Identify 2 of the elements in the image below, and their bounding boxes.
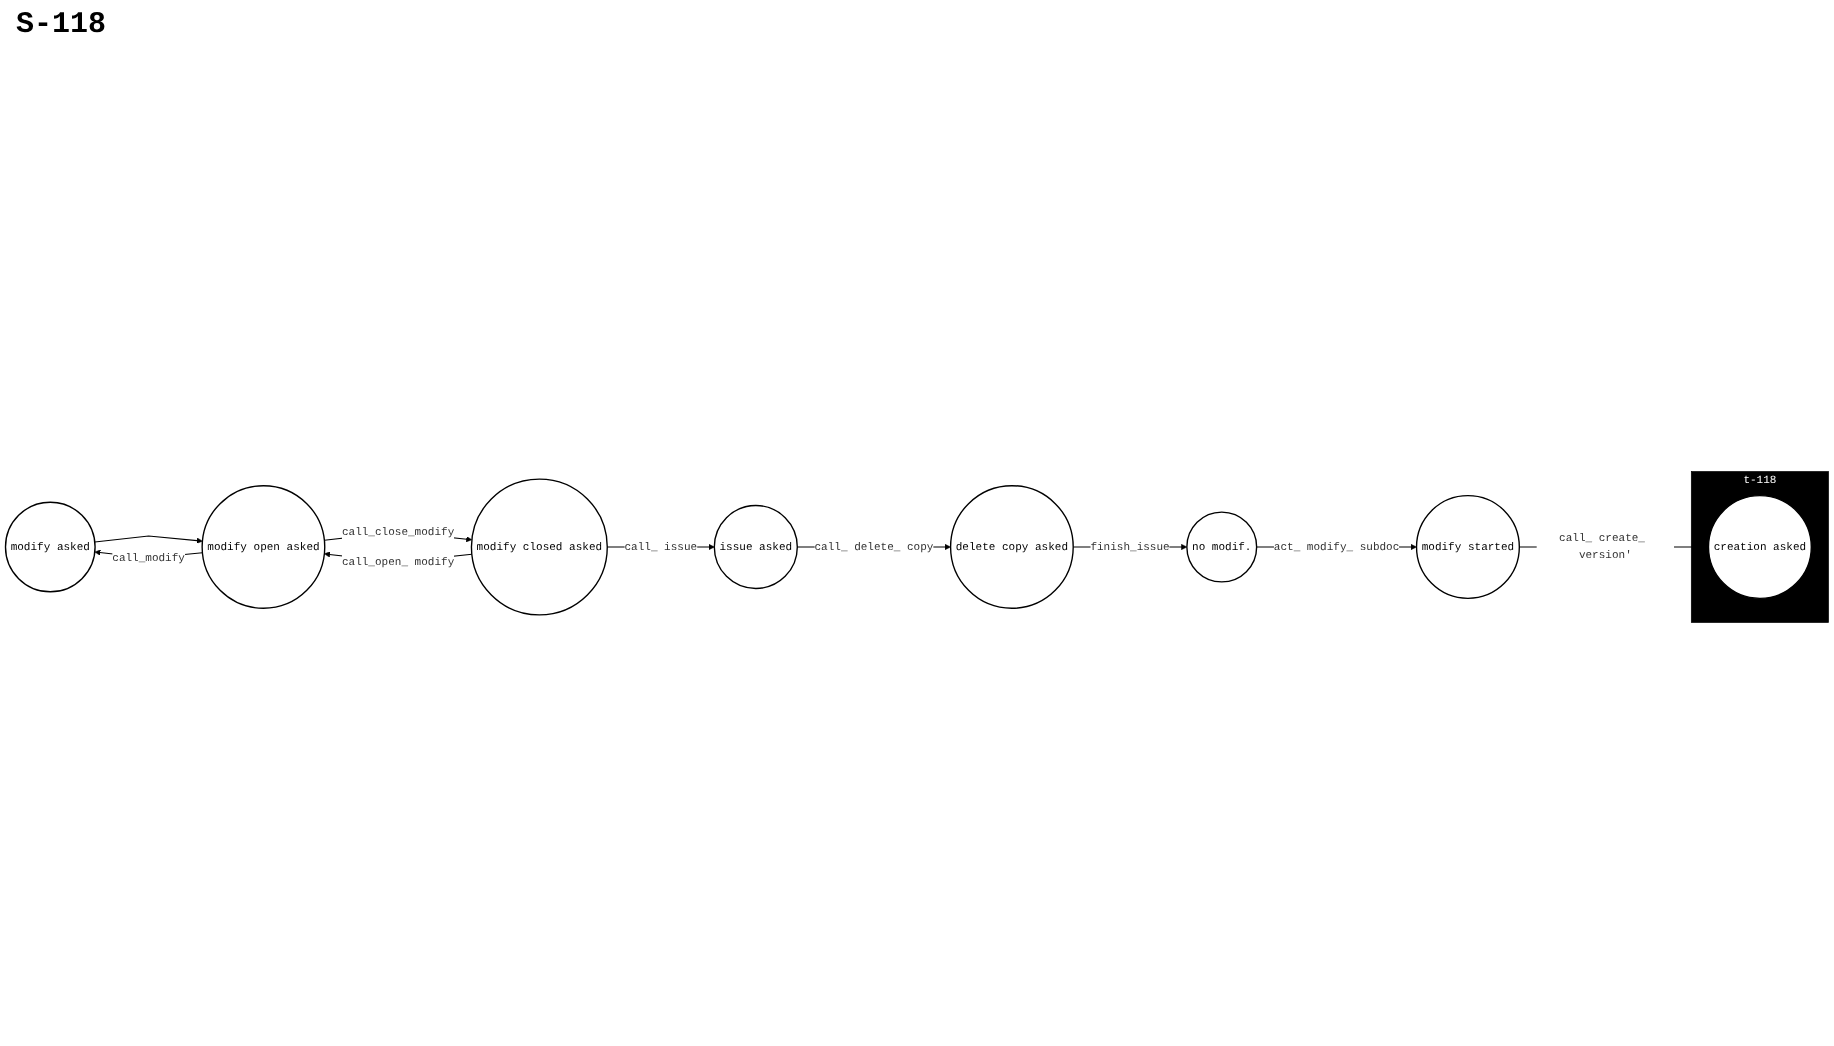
diagram-title: S-118 [16,8,107,42]
arrow [94,535,203,544]
